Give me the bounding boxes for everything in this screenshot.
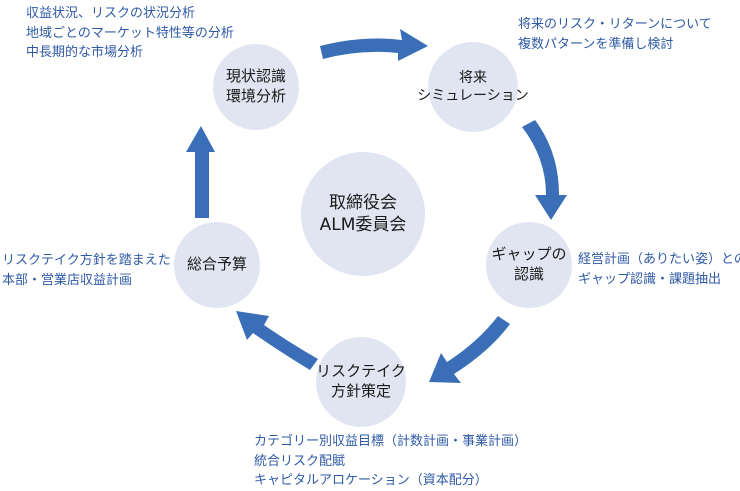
node-label-line-1: 現状認識	[225, 67, 286, 86]
center-label-line-2: ALM委員会	[319, 215, 407, 235]
note-line: カテゴリー別収益目標（計数計画・事業計画）	[254, 434, 528, 449]
arrow-gap-to-policy	[429, 316, 510, 383]
note-analysis: 収益状況、リスクの状況分析 地域ごとのマーケット特性等の分析 中長期的な市場分析	[26, 4, 234, 63]
arrow-simulation-to-gap	[522, 120, 567, 220]
note-line: 複数パターンを準備し検討	[518, 36, 674, 52]
arrow-analysis-to-simulation	[320, 29, 428, 61]
center-label-line-1: 取締役会	[329, 192, 397, 213]
node-label-line-1: ギャップの	[491, 245, 567, 264]
note-line: 収益状況、リスクの状況分析	[26, 6, 196, 21]
node-current-analysis: 現状認識 環境分析	[213, 44, 299, 130]
note-line: キャピタルアロケーション（資本配分）	[254, 473, 488, 488]
note-line: 中長期的な市場分析	[26, 45, 144, 60]
node-label-line-2: シミュレーション	[417, 88, 529, 104]
note-line: 地域ごとのマーケット特性等の分析	[26, 25, 234, 41]
note-policy: カテゴリー別収益目標（計数計画・事業計画） 統合リスク配賦 キャピタルアロケーシ…	[254, 432, 527, 491]
note-line: 統合リスク配賦	[254, 453, 346, 469]
note-line: リスクテイク方針を踏まえた	[2, 253, 171, 268]
node-label-line-2: 認識	[513, 265, 544, 283]
note-budget: リスクテイク方針を踏まえた 本部・営業店収益計画	[2, 251, 171, 290]
node-label-line-2: 環境分析	[225, 87, 286, 105]
node-label-line-2: 方針策定	[330, 382, 391, 400]
node-future-simulation: 将来 シミュレーション	[417, 42, 529, 132]
center-node-board-alm: 取締役会 ALM委員会	[301, 152, 425, 276]
node-total-budget: 総合予算	[174, 222, 260, 308]
node-label-line-1: リスクテイク	[316, 362, 406, 381]
note-simulation: 将来のリスク・リターンについて 複数パターンを準備し検討	[518, 15, 712, 54]
note-line: 本部・営業店収益計画	[2, 272, 133, 288]
node-gap-recognition: ギャップの 認識	[486, 222, 572, 308]
node-risk-policy: リスクテイク 方針策定	[316, 337, 406, 427]
arrow-policy-to-budget	[236, 311, 318, 370]
arrow-budget-to-analysis	[186, 126, 215, 218]
node-label-line-1: 総合予算	[186, 255, 247, 274]
note-line: 将来のリスク・リターンについて	[518, 17, 712, 32]
note-line: 経営計画（ありたい姿）との	[578, 252, 740, 267]
node-label-line-1: 将来	[459, 69, 487, 86]
note-line: ギャップ認識・課題抽出	[578, 271, 722, 287]
note-gap: 経営計画（ありたい姿）との ギャップ認識・課題抽出	[578, 250, 740, 289]
